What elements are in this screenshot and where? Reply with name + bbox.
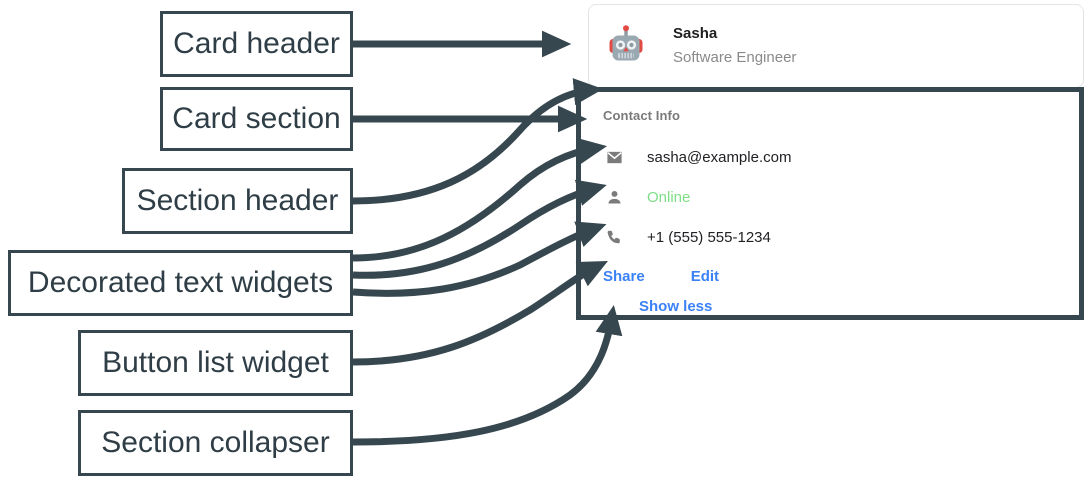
demo-card: Sasha Software Engineer [588,4,1084,88]
share-button[interactable]: Share [603,267,645,285]
decorated-text-widget-phone: +1 (555) 555-1234 [603,217,1079,257]
arrow-button-list [352,261,608,366]
annotation-card-header-label: Card header [173,27,340,60]
annotation-button-list: Button list widget [78,330,353,396]
card-header-title: Sasha [673,25,718,43]
phone-icon [603,229,625,246]
annotation-button-list-label: Button list widget [102,346,329,379]
decorated-text-email-value: sasha@example.com [647,148,792,166]
decorated-text-widget-status: Online [603,177,1079,217]
arrow-decorated-text-3 [352,221,607,297]
show-less-button[interactable]: Show less [639,297,713,315]
arrow-section-collapser [352,304,623,446]
annotation-section-header: Section header [122,168,353,234]
annotation-card-section: Card section [160,87,353,151]
card-header-text: Sasha Software Engineer [673,23,796,69]
card-header: Sasha Software Engineer [589,5,1083,87]
decorated-text-phone-value: +1 (555) 555-1234 [647,228,771,246]
card-section: Contact Info sasha@example.com [576,87,1084,320]
annotation-decorated-text-label: Decorated text widgets [27,266,334,299]
section-collapser: Show less [603,291,1079,321]
person-icon [603,189,625,206]
decorated-text-status-value: Online [647,188,691,206]
card-header-subtitle: Software Engineer [673,48,797,66]
button-list-widget: Share Edit [603,261,1079,291]
section-header: Contact Info [603,108,681,123]
annotation-decorated-text: Decorated text widgets [8,250,353,316]
annotation-card-section-label: Card section [172,102,341,135]
decorated-text-widget-email: sasha@example.com [603,137,1079,177]
annotation-card-header: Card header [160,11,353,77]
arrow-decorated-text-1 [352,137,608,262]
annotation-section-collapser-label: Section collapser [101,426,330,459]
arrow-decorated-text-2 [352,179,607,279]
annotation-section-header-label: Section header [136,184,339,217]
annotation-section-collapser: Section collapser [78,410,353,476]
robot-avatar-icon [603,23,649,69]
arrow-section-header [352,78,604,205]
email-icon [603,149,625,166]
edit-button[interactable]: Edit [690,267,720,285]
